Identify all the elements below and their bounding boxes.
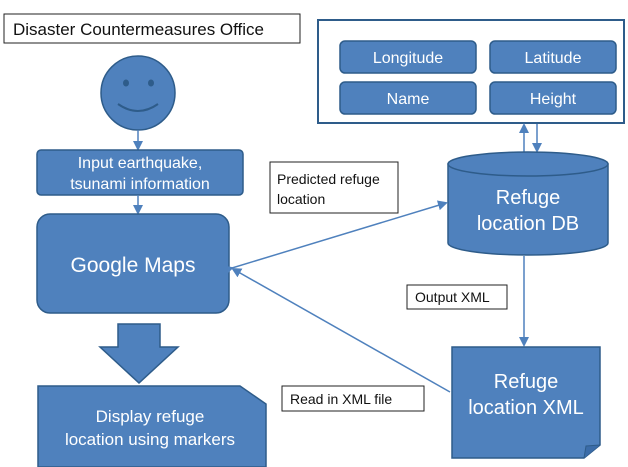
refuge-xml-document: Refuge location XML — [451, 346, 601, 459]
input-line-2: tsunami information — [70, 176, 210, 193]
display-line-1: Display refuge — [96, 407, 205, 426]
arrow-maps-db — [222, 200, 448, 276]
google-maps-label: Google Maps — [71, 254, 196, 277]
db-line-2: location DB — [477, 213, 579, 235]
attr-latitude-label: Latitude — [525, 50, 582, 67]
attr-longitude-label: Longitude — [373, 50, 443, 67]
display-markers-box: Display refuge location using markers — [37, 385, 267, 467]
input-info-box: Input earthquake, tsunami information — [36, 149, 244, 196]
user-smiley-icon — [100, 55, 176, 131]
attr-name — [339, 81, 477, 115]
output-xml-text: Output XML — [415, 289, 490, 305]
label-read-xml: Read in XML file — [281, 385, 425, 412]
attr-latitude — [489, 40, 617, 74]
attr-height — [489, 81, 617, 115]
attr-height-label: Height — [530, 91, 577, 108]
refuge-db-cylinder: Refuge location DB — [447, 151, 609, 256]
attribute-panel: Longitude Latitude Name Height — [317, 19, 625, 124]
input-line-1: Input earthquake, — [78, 155, 203, 172]
arrow-xml-to-maps — [231, 268, 451, 393]
label-output-xml: Output XML — [406, 284, 508, 310]
xml-line-1: Refuge — [494, 371, 559, 393]
xml-line-2: location XML — [468, 397, 584, 419]
office-title-box: Disaster Countermeasures Office — [3, 13, 301, 44]
google-maps-box: Google Maps — [36, 213, 230, 314]
db-line-1: Refuge — [496, 187, 561, 209]
attr-name-label: Name — [387, 91, 430, 108]
label-predicted-refuge: Predicted refuge location — [269, 161, 399, 214]
predicted-line-1: Predicted refuge — [277, 171, 380, 187]
predicted-line-2: location — [277, 191, 325, 207]
attr-longitude — [339, 40, 477, 74]
block-arrow-down — [98, 323, 180, 385]
display-line-2: location using markers — [65, 430, 235, 449]
read-xml-text: Read in XML file — [290, 391, 392, 407]
office-title: Disaster Countermeasures Office — [13, 20, 264, 39]
